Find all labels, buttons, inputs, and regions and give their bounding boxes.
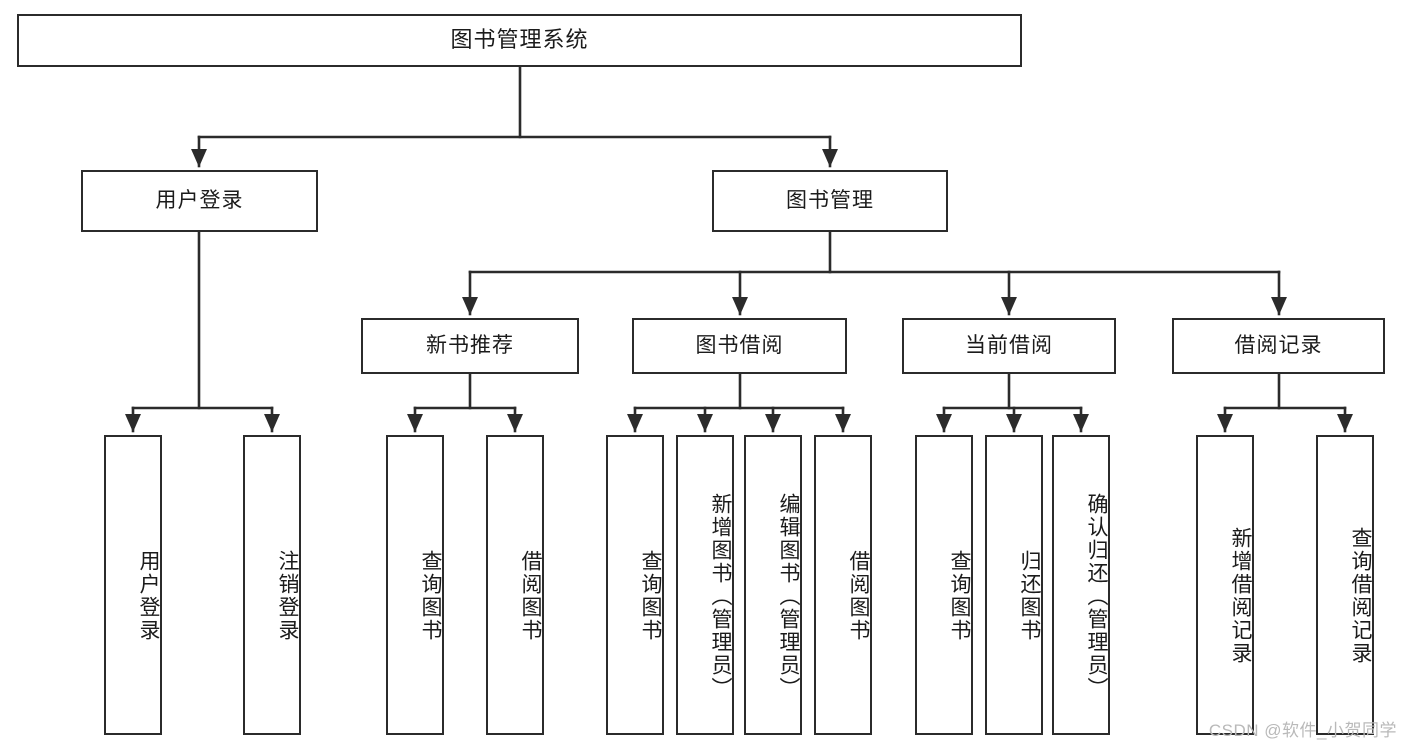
leaf-node[interactable]: 用户登录 — [104, 435, 162, 735]
node-book-borrow[interactable]: 图书借阅 — [632, 318, 847, 374]
node-borrow-record-label: 借阅记录 — [1234, 334, 1323, 358]
leaf-node-label: 用户登录 — [137, 550, 160, 642]
node-new-book-recommend[interactable]: 新书推荐 — [361, 318, 579, 374]
leaf-node-label: 确认归还（管理员） — [1085, 492, 1108, 700]
leaf-node[interactable]: 借阅图书 — [486, 435, 544, 735]
node-root-label: 图书管理系统 — [450, 27, 589, 53]
leaf-node-label: 归还图书 — [1018, 550, 1041, 642]
leaf-node[interactable]: 确认归还（管理员） — [1052, 435, 1110, 735]
leaf-node-label: 借阅图书 — [847, 550, 870, 642]
leaf-node-label: 新增图书（管理员） — [709, 492, 732, 700]
leaf-node[interactable]: 编辑图书（管理员） — [744, 435, 802, 735]
node-user-login[interactable]: 用户登录 — [81, 170, 318, 232]
node-books-management-label: 图书管理 — [786, 189, 874, 213]
node-root-system[interactable]: 图书管理系统 — [17, 14, 1022, 67]
node-current-borrow-label: 当前借阅 — [965, 334, 1053, 358]
leaf-node-label: 查询图书 — [948, 550, 971, 642]
node-borrow-record[interactable]: 借阅记录 — [1172, 318, 1385, 374]
leaf-node-label: 查询图书 — [639, 550, 662, 642]
leaf-node[interactable]: 归还图书 — [985, 435, 1043, 735]
leaf-node[interactable]: 新增图书（管理员） — [676, 435, 734, 735]
leaf-node[interactable]: 新增借阅记录 — [1196, 435, 1254, 735]
leaf-node-label: 查询图书 — [419, 550, 442, 642]
node-user-login-label: 用户登录 — [155, 189, 244, 213]
node-books-management[interactable]: 图书管理 — [712, 170, 948, 232]
leaf-node[interactable]: 查询借阅记录 — [1316, 435, 1374, 735]
leaf-node-label: 借阅图书 — [519, 550, 542, 642]
leaf-node-label: 编辑图书（管理员） — [777, 492, 800, 700]
node-current-borrow[interactable]: 当前借阅 — [902, 318, 1116, 374]
watermark: CSDN @软件_小贺同学 — [1208, 721, 1397, 740]
leaf-node-label: 查询借阅记录 — [1349, 527, 1372, 665]
node-new-book-recommend-label: 新书推荐 — [426, 334, 514, 358]
leaf-node-label: 注销登录 — [276, 550, 299, 642]
leaf-node[interactable]: 注销登录 — [243, 435, 301, 735]
node-book-borrow-label: 图书借阅 — [695, 334, 784, 358]
leaf-node[interactable]: 借阅图书 — [814, 435, 872, 735]
leaf-node[interactable]: 查询图书 — [606, 435, 664, 735]
leaf-node[interactable]: 查询图书 — [915, 435, 973, 735]
leaf-node[interactable]: 查询图书 — [386, 435, 444, 735]
leaf-node-label: 新增借阅记录 — [1229, 527, 1252, 665]
